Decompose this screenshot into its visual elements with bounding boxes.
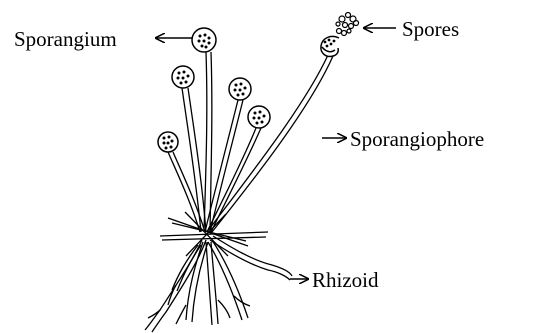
label-rhizoid: Rhizoid — [312, 270, 379, 291]
burst-sporangium — [321, 36, 339, 56]
sporangia — [158, 28, 339, 152]
sporangiophore-stalk — [207, 55, 328, 232]
rhizoids — [145, 236, 292, 332]
sporangiophore-stalk — [204, 52, 207, 232]
sporangium-head — [192, 28, 216, 52]
sporangium-head — [248, 106, 270, 128]
sporangium-head — [158, 132, 178, 152]
sporangium-head — [229, 78, 251, 100]
label-sporangiophore: Sporangiophore — [350, 129, 484, 150]
sporangiophore-stalk — [210, 100, 243, 232]
sporangium-head — [172, 66, 194, 88]
spores-cluster — [336, 13, 359, 36]
label-spores: Spores — [402, 19, 459, 40]
label-sporangium: Sporangium — [14, 29, 117, 50]
